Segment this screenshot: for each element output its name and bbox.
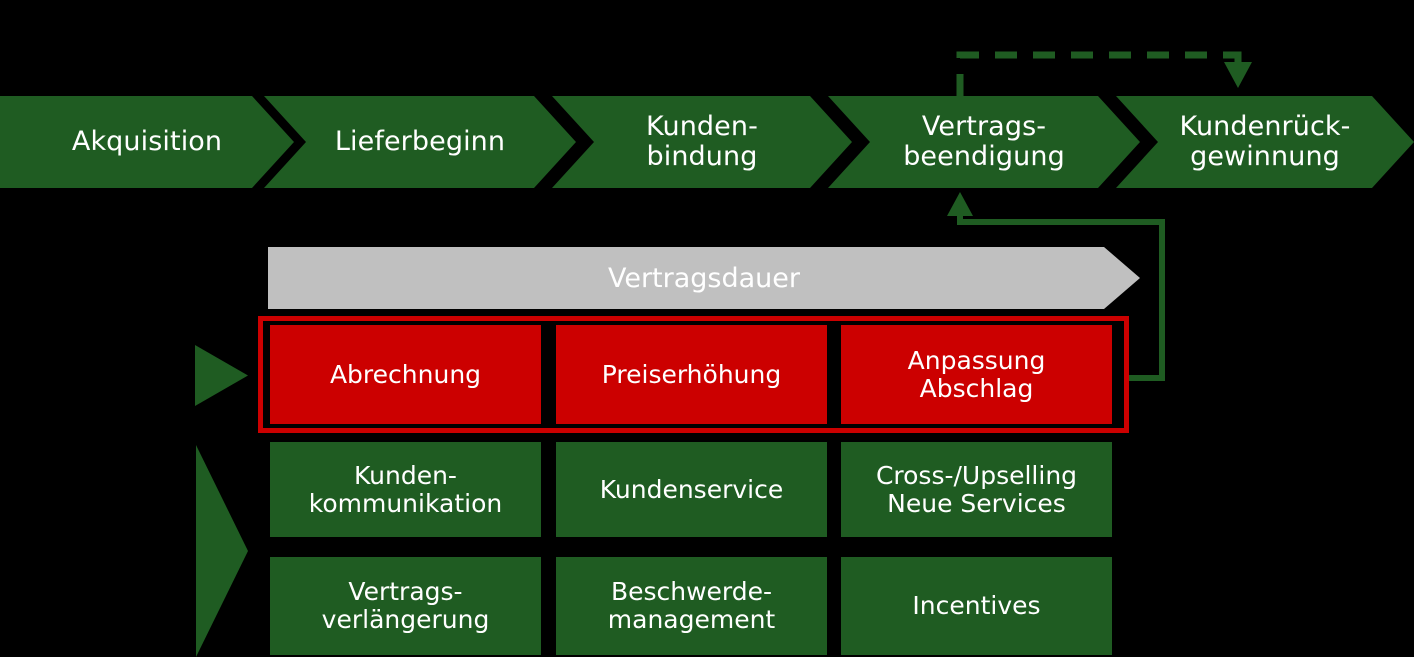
process-step-label: Kunden- bindung [646,110,758,172]
cell-preiserhoehung[interactable]: Preiserhöhung [556,325,827,424]
process-step-label: Lieferbeginn [334,125,506,157]
cell-label: Abrechnung [329,359,482,389]
cell-beschwerdemanagement[interactable]: Beschwerde- management [556,557,827,655]
cell-label: Anpassung Abschlag [907,345,1046,403]
billing-pointer-icon [195,345,248,406]
activities-pointer-icon [196,445,248,657]
cell-anpassung-abschlag[interactable]: Anpassung Abschlag [841,325,1112,424]
process-step-kundenbindung[interactable]: Kunden- bindung [552,96,852,188]
cell-kundenkommunikation[interactable]: Kunden- kommunikation [270,442,541,537]
process-step-akquisition[interactable]: Akquisition [0,96,294,188]
process-step-vertragsbeendigung[interactable]: Vertrags- beendigung [828,96,1140,188]
process-step-label: Kundenrück- gewinnung [1179,110,1351,172]
process-step-label: Vertrags- beendigung [903,110,1065,172]
contract-duration-label: Vertragsdauer [607,262,801,294]
cell-kundenservice[interactable]: Kundenservice [556,442,827,537]
cell-label: Incentives [912,591,1041,620]
cell-abrechnung[interactable]: Abrechnung [270,325,541,424]
winback-dashed-arrow-icon [956,51,1252,96]
contract-duration-bar: Vertragsdauer [268,247,1140,309]
cell-label: Preiserhöhung [601,359,782,389]
cell-label: Vertrags- verlängerung [321,577,490,634]
cell-label: Kundenservice [599,474,784,504]
cell-vertragsverlaengerung[interactable]: Vertrags- verlängerung [270,557,541,655]
process-chevron-row: Akquisition Lieferbeginn Kunden- bindung… [0,96,1414,188]
cell-incentives[interactable]: Incentives [841,557,1112,655]
cell-label: Cross-/Upselling Neue Services [875,460,1078,518]
cell-label: Beschwerde- management [607,577,776,634]
process-step-lieferbeginn[interactable]: Lieferbeginn [264,96,576,188]
process-step-label: Akquisition [71,125,223,157]
cell-label: Kunden- kommunikation [308,460,503,518]
cell-cross-upselling[interactable]: Cross-/Upselling Neue Services [841,442,1112,537]
process-step-kundenrueckgewinnung[interactable]: Kundenrück- gewinnung [1116,96,1414,188]
